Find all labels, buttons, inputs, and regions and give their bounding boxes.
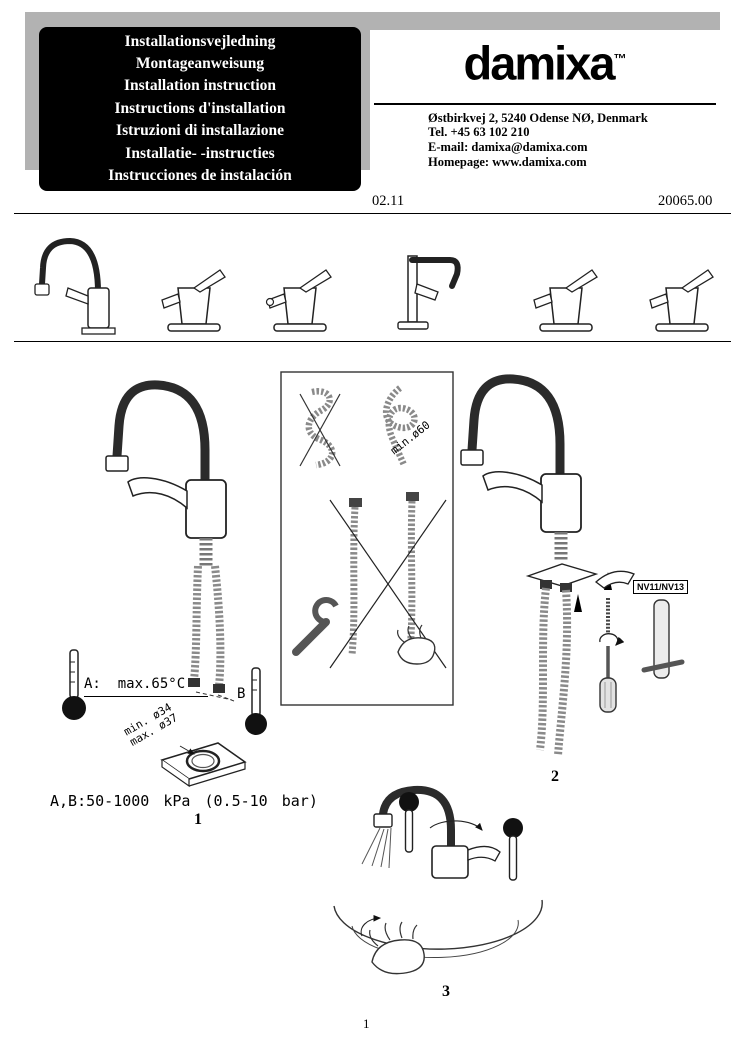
figure2-faucet-illustration — [461, 379, 685, 756]
hose-sharp-bend-icon — [299, 388, 341, 469]
crossed-hoses-illustration — [329, 492, 447, 669]
title-italian: Istruzioni di installazione — [116, 122, 284, 140]
detail-box — [280, 371, 454, 706]
faucet-illustration-6 — [649, 269, 714, 332]
rotate-arrow-icon — [429, 820, 483, 831]
revision-date: 02.11 — [372, 193, 405, 209]
pressure-range-label: A,B:50-1000 kPa (0.5-10 bar) — [50, 792, 318, 810]
title-german: Montageanweisung — [135, 54, 265, 72]
b-connection-label: B — [237, 686, 246, 702]
page-number: 1 — [363, 1016, 370, 1031]
figure1-number: 1 — [194, 811, 202, 828]
rotate-arrow-icon — [599, 633, 625, 646]
thermometer-a-icon — [62, 649, 86, 720]
clamp-bracket-illustration — [594, 570, 635, 589]
faucet-illustration-1 — [34, 237, 116, 335]
thermometer-b-icon — [245, 667, 267, 735]
homepage-line: Homepage: www.damixa.com — [428, 155, 587, 170]
title-danish: Installationsvejledning — [124, 32, 276, 50]
temperature-leader-line — [84, 696, 208, 697]
max-temperature-label: A: max.65°C — [84, 676, 186, 692]
figure1-faucet-illustration — [106, 385, 235, 702]
socket-size-label: NV11/NV13 — [633, 580, 689, 594]
header-band: Installationsvejledning Montageanweisung… — [25, 12, 720, 191]
contact-block: Østbirkvej 2, 5240 Odense NØ, Denmark Te… — [370, 111, 720, 170]
address-line: Østbirkvej 2, 5240 Odense NØ, Denmark — [428, 110, 648, 125]
figure2-number: 2 — [551, 768, 559, 785]
email-line: E-mail: damixa@damixa.com — [428, 140, 588, 155]
faucet-illustration-3 — [265, 269, 332, 332]
faucet-illustration-5 — [533, 269, 598, 332]
thermometer-icon — [399, 792, 419, 853]
figure3-sink-illustration — [333, 785, 543, 975]
trademark-symbol: ™ — [613, 51, 627, 66]
faucet-illustration-2 — [161, 269, 226, 332]
header-rule — [14, 213, 731, 214]
document-number: 20065.00 — [658, 193, 713, 209]
faucet-illustration-4 — [397, 255, 461, 330]
brand-panel: damixa™ Østbirkvej 2, 5240 Odense NØ, De… — [370, 30, 720, 170]
screwdriver-icon — [599, 646, 617, 713]
wrench-icon — [292, 597, 339, 656]
figure3-number: 3 — [442, 983, 450, 1000]
socket-wrench-illustration — [641, 599, 685, 679]
section-rule — [14, 341, 731, 342]
title-dutch: Installatie- -instructies — [125, 144, 275, 162]
mounting-hole-illustration — [160, 742, 247, 788]
installation-diagrams — [62, 371, 685, 975]
arrow-up-icon — [574, 594, 582, 612]
water-spray-illustration — [361, 827, 392, 869]
thermometer-icon — [503, 818, 523, 881]
multilingual-title-box: Installationsvejledning Montageanweisung… — [39, 27, 361, 191]
title-english: Installation instruction — [123, 77, 276, 95]
product-range-row — [34, 237, 714, 335]
phone-line: Tel. +45 63 102 210 — [428, 125, 530, 140]
brand-divider — [374, 102, 716, 105]
hose-bend-radius-icon — [383, 385, 418, 467]
hand-icon — [397, 624, 436, 665]
title-french: Instructions d'installation — [114, 99, 286, 117]
brand-logo: damixa™ — [370, 32, 720, 91]
brand-name: damixa — [463, 36, 616, 90]
hand-icon — [360, 914, 425, 975]
title-spanish: Instrucciones de instalación — [108, 167, 292, 185]
